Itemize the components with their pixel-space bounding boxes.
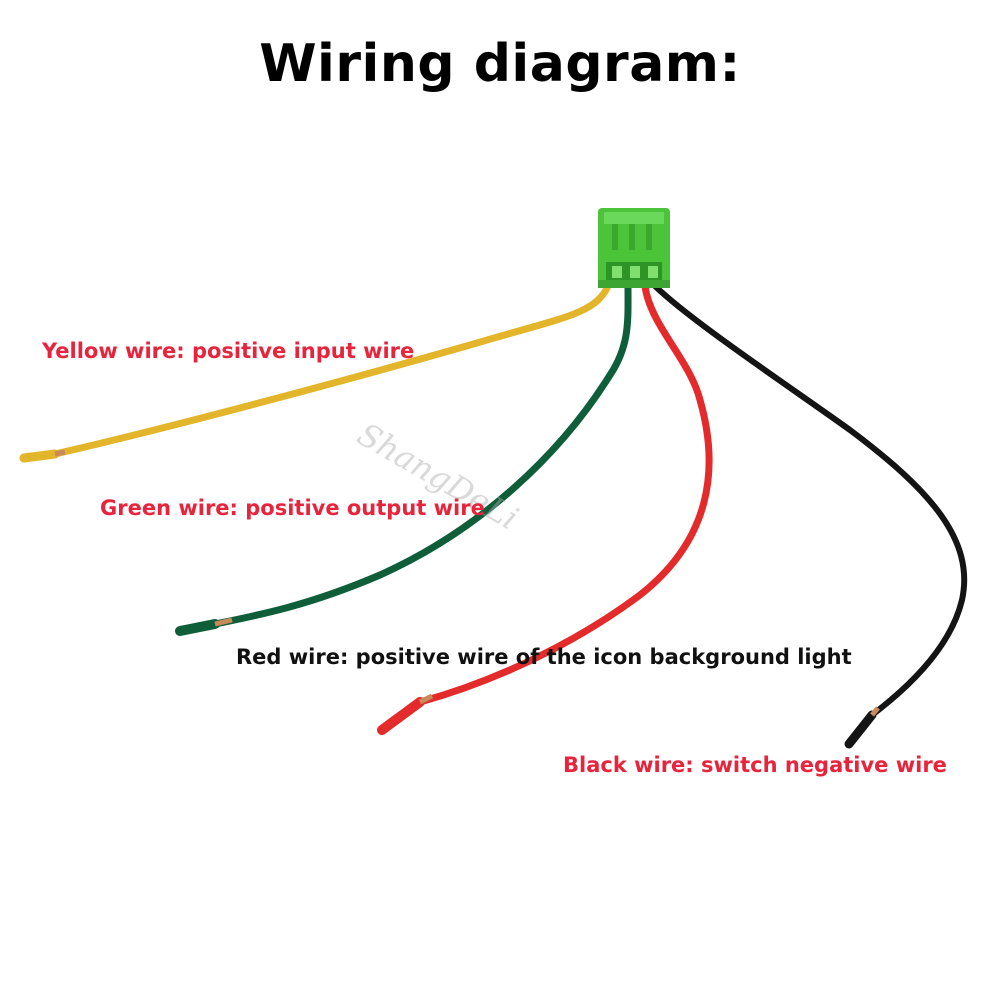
black-wire-tip [844,710,877,749]
green-wire-tip [175,619,220,636]
page-title: Wiring diagram: [259,34,741,94]
red-wire-label: Red wire: positive wire of the icon back… [236,645,852,669]
green-wire-label: Green wire: positive output wire [100,496,485,520]
red-wire-tip [377,697,425,735]
yellow-wire-label: Yellow wire: positive input wire [42,339,415,363]
yellow-copper-tip [54,449,66,457]
connector-icon [598,208,670,288]
black-copper-tip [870,706,880,717]
yellow-wire [51,282,612,458]
red-copper-tip [418,693,434,705]
green-wire [211,282,632,628]
black-wire-label: Black wire: switch negative wire [563,753,947,777]
green-copper-tip [214,617,233,627]
red-wire [416,282,713,706]
black-wire [652,283,968,718]
yellow-wire-tip [19,449,60,463]
